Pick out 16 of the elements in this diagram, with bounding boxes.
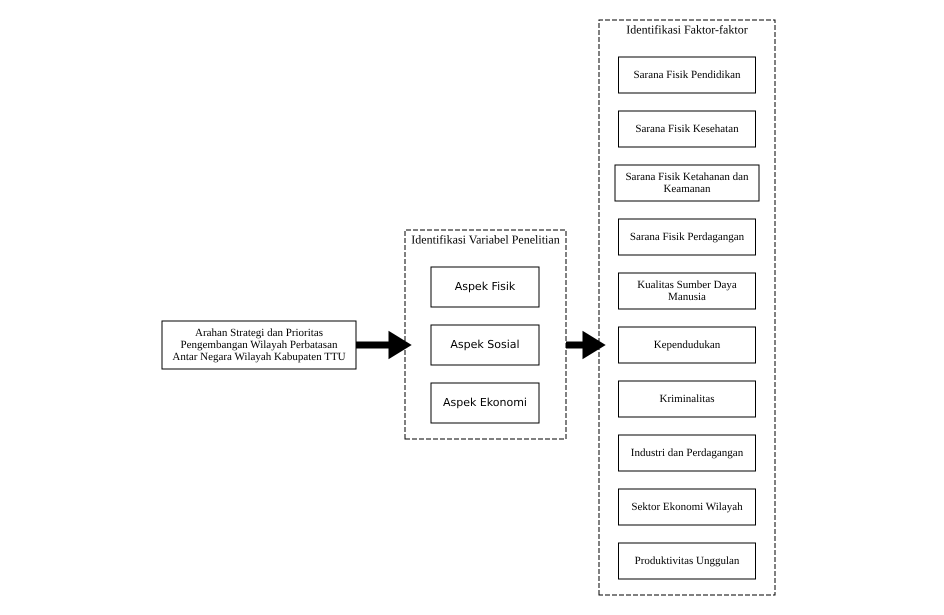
node-box: Industri dan Perdagangan: [618, 434, 756, 472]
arrow: [356, 330, 412, 360]
node-box: Produktivitas Unggulan: [618, 542, 756, 580]
node-box: Aspek Sosial: [430, 324, 539, 366]
node-box: Arahan Strategi dan Prioritas Pengembangan Wilayah Perbatasan Antar Negara Wilayah Kabupaten TTU: [161, 320, 356, 370]
node-box: Sarana Fisik Perdagangan: [618, 218, 756, 256]
node-box: Sarana Fisik Kesehatan: [618, 110, 756, 148]
node-box: Sarana Fisik Pendidikan: [618, 56, 756, 94]
node-box: Aspek Ekonomi: [430, 382, 539, 424]
node-box: Aspek Fisik: [430, 266, 539, 308]
node-box: Kriminalitas: [618, 380, 756, 418]
node-box: Sarana Fisik Ketahanan dan Keamanan: [614, 164, 759, 202]
node-box: Kualitas Sumber Daya Manusia: [618, 272, 756, 310]
node-box: Sektor Ekonomi Wilayah: [618, 488, 756, 526]
node-box: Kependudukan: [618, 326, 756, 364]
arrow: [566, 330, 606, 360]
